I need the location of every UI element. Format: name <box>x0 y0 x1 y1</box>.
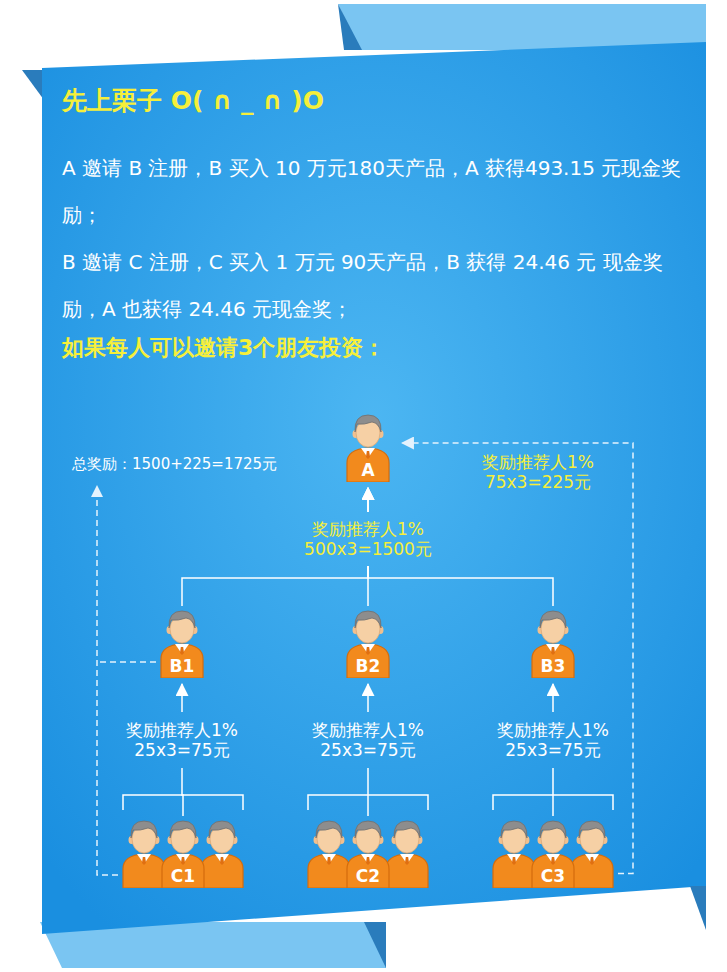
ribbon-fold <box>690 886 706 930</box>
person-node: C1 <box>120 816 246 888</box>
node-letter: C2 <box>356 868 380 885</box>
person-node: A <box>344 410 392 482</box>
ribbon-fold <box>364 922 386 968</box>
note-text: B 邀请 C 注册，C 买入 1 万元 90天产品，B 获得 24.46 元 现… <box>62 239 694 333</box>
node-letter: C3 <box>541 868 565 885</box>
title-slot: 先上栗子 O( ∩ _ ∩ )O <box>62 84 324 117</box>
person-figure <box>386 821 428 888</box>
node-letter: C1 <box>171 868 195 885</box>
edge-label-slot: 奖励推荐人1% 25x3=75元 <box>312 720 424 761</box>
person-figure <box>347 821 389 888</box>
person-figure <box>347 611 389 678</box>
person-figure <box>162 821 204 888</box>
person-figure <box>123 821 165 888</box>
ribbon-fold <box>22 70 44 100</box>
person-node: B2 <box>344 606 392 678</box>
node-letter: B1 <box>170 658 195 675</box>
dashed-leader <box>97 486 118 875</box>
person-figure <box>347 415 389 482</box>
person-figure <box>532 821 574 888</box>
ribbon-top <box>338 4 706 50</box>
edge-label-slot: 奖励推荐人1% 25x3=75元 <box>497 720 609 761</box>
note-slot: 总奖励：1500+225=1725元 <box>72 454 277 474</box>
person-figure <box>493 821 535 888</box>
person-figure <box>161 611 203 678</box>
blue-panel <box>42 42 706 934</box>
edge-label-slot: 奖励推荐人1% 500x3=1500元 <box>304 519 432 560</box>
reward-label: 奖励推荐人1% 75x3=225元 <box>482 452 594 493</box>
person-figure <box>201 821 243 888</box>
note-slot: A 邀请 B 注册，B 买入 10 万元180天产品，A 获得493.15 元现… <box>62 145 694 239</box>
node-letter: A <box>361 462 374 479</box>
note-text: 如果每人可以邀请3个朋友投资： <box>62 333 694 363</box>
edge-label-slot: 奖励推荐人1% 75x3=225元 <box>482 452 594 493</box>
reward-label: 奖励推荐人1% 25x3=75元 <box>312 720 424 761</box>
person-node: B1 <box>158 606 206 678</box>
person-node: B3 <box>529 606 577 678</box>
reward-label: 奖励推荐人1% 25x3=75元 <box>497 720 609 761</box>
note-slot: B 邀请 C 注册，C 买入 1 万元 90天产品，B 获得 24.46 元 现… <box>62 239 694 333</box>
ribbon-fold <box>338 4 362 50</box>
dashed-leader <box>99 661 156 663</box>
dashed-arrow <box>402 443 633 874</box>
note-slot: 如果每人可以邀请3个朋友投资： <box>62 333 694 363</box>
reward-label: 奖励推荐人1% 500x3=1500元 <box>304 519 432 560</box>
title-text: 先上栗子 O( ∩ _ ∩ )O <box>62 84 324 117</box>
edge-label-slot: 奖励推荐人1% 25x3=75元 <box>126 720 238 761</box>
reward-label: 奖励推荐人1% 25x3=75元 <box>126 720 238 761</box>
person-figure <box>532 611 574 678</box>
person-figure <box>308 821 350 888</box>
person-node: C3 <box>490 816 616 888</box>
person-node: C2 <box>305 816 431 888</box>
note-text: A 邀请 B 注册，B 买入 10 万元180天产品，A 获得493.15 元现… <box>62 145 694 239</box>
note-text: 总奖励：1500+225=1725元 <box>72 454 277 474</box>
person-figure <box>571 821 613 888</box>
node-letter: B2 <box>356 658 381 675</box>
node-letter: B3 <box>541 658 566 675</box>
